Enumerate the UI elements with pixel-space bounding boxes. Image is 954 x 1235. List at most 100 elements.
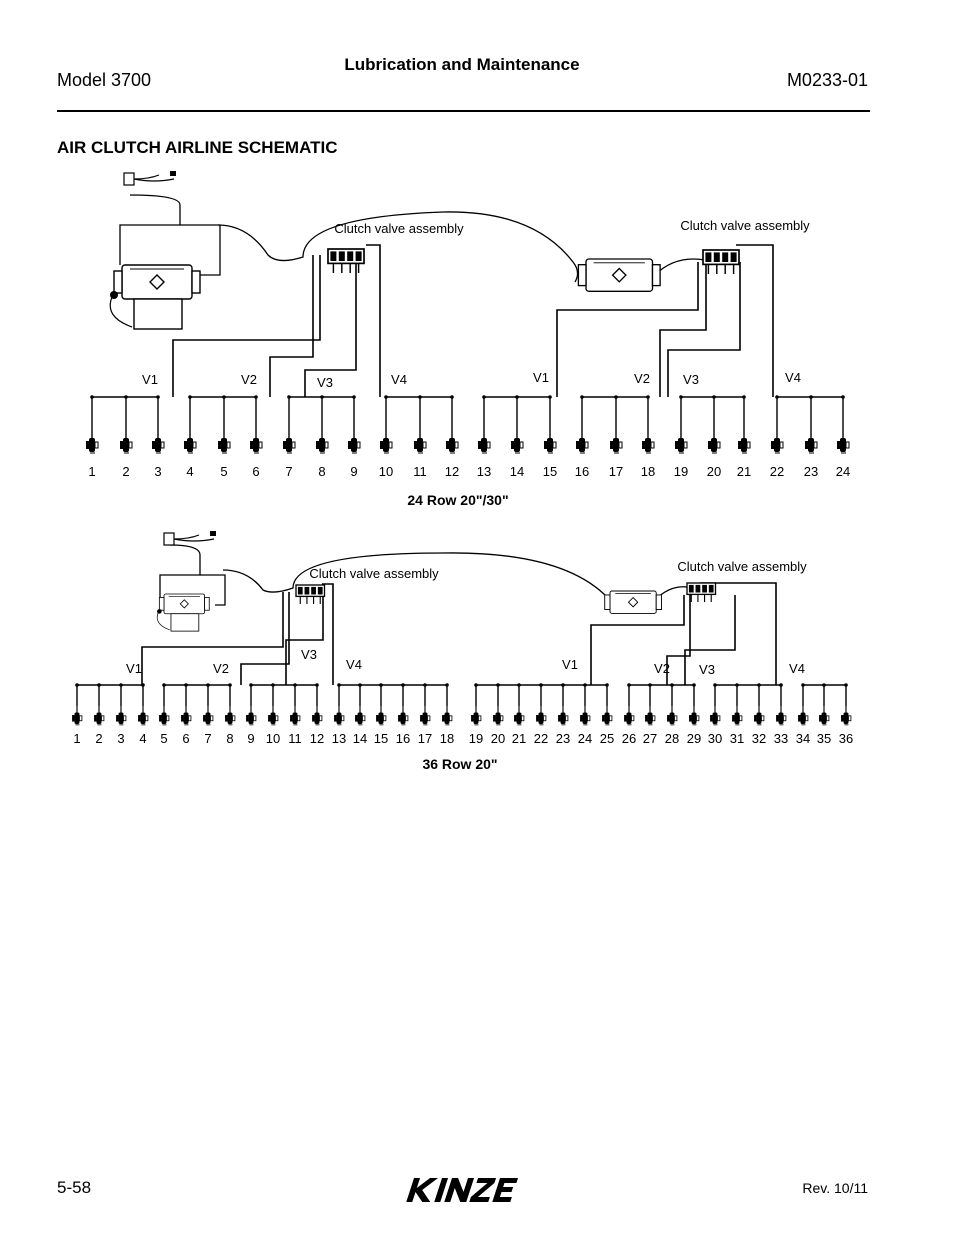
row-number-label: 23	[804, 464, 818, 479]
valve-feed-line	[285, 592, 324, 685]
clutch-port	[297, 715, 301, 722]
drain-hose	[109, 296, 133, 328]
clutch-body	[336, 712, 342, 725]
clutch-port	[779, 441, 784, 449]
regulator-knob	[157, 609, 162, 614]
compressor-diamond	[611, 267, 627, 283]
clutch-flange	[493, 715, 496, 722]
clutch-body	[843, 712, 849, 725]
clutch-flange	[798, 715, 801, 722]
airline-tee	[482, 395, 486, 399]
clutch-body	[538, 712, 544, 725]
valve-group-label: V1	[126, 661, 142, 676]
clutch-port	[94, 441, 99, 449]
clutch-icon	[536, 706, 547, 726]
clutch-flange	[420, 715, 423, 722]
clutch-body	[221, 438, 227, 452]
airline-tee	[445, 683, 449, 687]
row-number-label: 15	[374, 731, 388, 746]
valve-group-label: V3	[683, 372, 699, 387]
clutch-port	[123, 715, 127, 722]
clutch-icon	[675, 430, 688, 454]
clutch-icon	[414, 430, 427, 454]
airline-tee	[206, 683, 210, 687]
airline-tee	[124, 395, 128, 399]
clutch-body	[514, 438, 520, 452]
clutch-port	[805, 715, 809, 722]
clutch-port	[226, 441, 231, 449]
clutch-port	[341, 715, 345, 722]
clutch-valve-label: Clutch valve assembly	[309, 566, 439, 581]
clutch-port	[552, 441, 557, 449]
clutch-body	[734, 712, 740, 725]
clutch-port	[845, 441, 850, 449]
valve-solenoid	[338, 251, 345, 261]
clutch-flange	[732, 715, 735, 722]
clutch-flange	[72, 715, 75, 722]
clutch-port	[683, 441, 688, 449]
row-number-label: 4	[139, 731, 146, 746]
row-number-label: 22	[770, 464, 784, 479]
row-number-label: 21	[737, 464, 751, 479]
plug-terminal	[170, 171, 176, 176]
airline-tee	[184, 683, 188, 687]
clutch-icon	[181, 706, 192, 726]
air-hose	[200, 574, 226, 606]
valve-feed-line	[240, 592, 290, 685]
clutch-icon	[514, 706, 525, 726]
air-compressor-icon	[604, 590, 662, 614]
valve-group-label: V2	[634, 371, 650, 386]
clutch-icon	[708, 430, 721, 454]
clutch-body	[357, 712, 363, 725]
compressor-base	[133, 298, 183, 330]
row-number-label: 17	[609, 464, 623, 479]
clutch-port	[478, 715, 482, 722]
clutch-port	[275, 715, 279, 722]
clutch-flange	[624, 715, 627, 722]
valve-feed-line	[304, 255, 357, 397]
document-number: M0233-01	[786, 70, 868, 90]
clutch-port	[101, 715, 105, 722]
airline-tee	[779, 683, 783, 687]
page-title: AIR CLUTCH AIRLINE SCHEMATIC	[57, 138, 338, 157]
airline-tee	[605, 683, 609, 687]
clutch-body	[400, 712, 406, 725]
clutch-flange	[380, 441, 383, 449]
clutch-port	[166, 715, 170, 722]
row-number-label: 19	[674, 464, 688, 479]
clutch-icon	[841, 706, 852, 726]
clutch-port	[716, 441, 721, 449]
clutch-flange	[558, 715, 561, 722]
clutch-body	[253, 438, 259, 452]
clutch-flange	[675, 441, 678, 449]
clutch-port	[232, 715, 236, 722]
clutch-body	[613, 438, 619, 452]
valve-solenoid	[347, 251, 354, 261]
airline-tee	[539, 683, 543, 687]
clutch-port	[519, 441, 524, 449]
model-label: Model 3700	[57, 70, 152, 90]
air-compressor-icon	[156, 593, 210, 632]
clutch-port	[128, 441, 133, 449]
clutch-flange	[576, 441, 579, 449]
clutch-flange	[312, 715, 315, 722]
valve-feed-line	[700, 582, 777, 685]
airline-tee	[188, 395, 192, 399]
valve-manifold	[327, 248, 365, 265]
row-number-label: 19	[469, 731, 483, 746]
row-number-label: 9	[247, 731, 254, 746]
valve-solenoid	[355, 251, 362, 261]
clutch-icon	[283, 430, 296, 454]
clutch-flange	[203, 715, 206, 722]
compressor-diamond	[179, 599, 189, 609]
valve-feed-line	[667, 262, 741, 397]
airline-tee	[337, 683, 341, 687]
valve-feed-line	[736, 244, 774, 397]
clutch-port	[449, 715, 453, 722]
clutch-body	[205, 712, 211, 725]
clutch-flange	[478, 441, 481, 449]
clutch-icon	[138, 706, 149, 726]
clutch-body	[582, 712, 588, 725]
